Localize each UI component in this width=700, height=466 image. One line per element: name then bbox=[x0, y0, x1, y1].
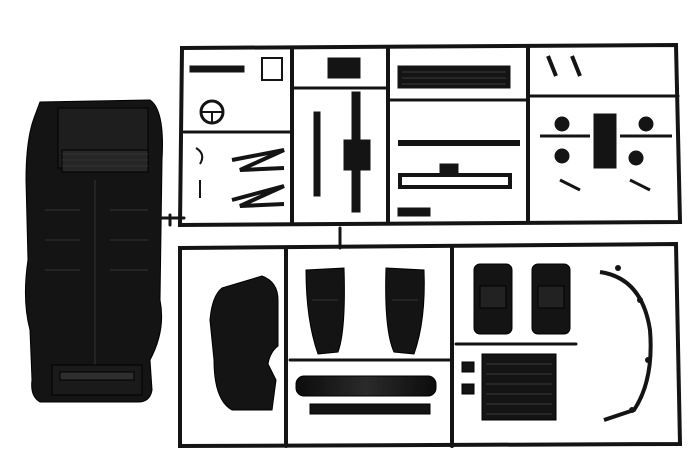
seat-frame-part bbox=[231, 148, 285, 208]
bumper-part bbox=[295, 375, 437, 415]
radiator-grille-part bbox=[481, 353, 557, 421]
roll-bar-part bbox=[599, 270, 653, 422]
seat-left bbox=[473, 263, 513, 335]
sprue-gates bbox=[615, 265, 651, 413]
chassis-floor-pan bbox=[24, 99, 163, 403]
steering-wheel-part bbox=[199, 99, 225, 125]
door-panel-right bbox=[385, 267, 425, 355]
suspension-part bbox=[540, 116, 672, 192]
door-panel-left bbox=[305, 267, 345, 355]
dashboard-part bbox=[209, 275, 279, 411]
seat-right bbox=[531, 263, 571, 335]
lower-sprue-parts bbox=[209, 263, 653, 422]
sprue-frame-lower bbox=[178, 226, 683, 449]
upper-sprue-parts bbox=[189, 55, 672, 217]
sprue-frame-upper bbox=[148, 42, 683, 228]
